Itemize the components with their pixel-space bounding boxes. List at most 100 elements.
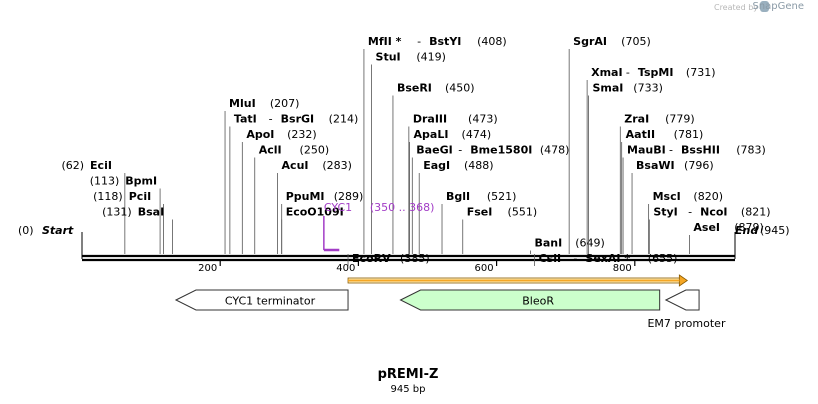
site-position-label: (408) [477,35,507,48]
site-position-label: (473) [468,113,498,126]
end-position-label: (945) [760,224,790,237]
site-position-label: (488) [464,159,494,172]
site-position-label: (783) [736,144,766,157]
created-by-label: Created by [713,3,758,12]
site-separator: - [417,35,421,48]
end-label: End [735,224,758,237]
site-name-label: BanI [534,237,562,250]
site-name-label: EagI [423,159,450,172]
site-name-label: MfII * [368,35,402,48]
site-name-label: MauBI [627,144,666,157]
site-position-label: (207) [270,97,300,110]
primer-range-label: (350 .. 368) [370,201,435,214]
tick-label: 200 [198,263,217,274]
site-position-label: (649) [575,237,605,250]
site-position-label: (131) [102,206,132,219]
plasmid-name-title: pREMI-Z [378,367,439,382]
site-name-label: DraIII [413,113,447,126]
site-separator: - [688,206,692,219]
site-position-label: (796) [684,159,714,172]
site-name-label: BsrGI [281,113,314,126]
site-name-label: BglI [446,190,470,203]
site-position-label: (450) [445,82,475,95]
site-name-label: BsaI [138,206,164,219]
site-name-label: EcoO109I [286,206,344,219]
site-name-label: AatII [626,128,655,141]
site-position-label: (705) [621,35,651,48]
site-name-label: MscI [653,190,681,203]
site-position-label: (821) [741,206,771,219]
tick-label: 400 [336,263,355,274]
site-position-label: (62) [61,159,84,172]
tick-label: 800 [613,263,632,274]
site-name-label: ApaLI [414,128,449,141]
site-name-label: BstYI [429,35,461,48]
site-separator: - [269,113,273,126]
feature-label: CYC1 terminator [225,295,316,308]
site-name-label: ZraI [624,113,649,126]
start-label: Start [42,224,74,237]
feature-arrow [399,289,661,311]
site-name-label: BpmI [125,175,157,188]
start-position-label: (0) [18,224,34,237]
site-name-label: CsiI [539,252,561,265]
site-name-label: BaeGI [416,144,452,157]
site-name-label: BssHII [681,144,720,157]
snapgene-brand-label: SnapGene [752,1,804,12]
site-name-label: SexAI * [585,252,630,265]
site-name-label: SmaI [593,82,624,95]
site-name-label: AseI [693,221,720,234]
site-position-label: (521) [487,190,517,203]
site-position-label: (232) [287,128,317,141]
site-position-label: (283) [322,159,352,172]
feature-label: BleoR [522,295,554,308]
site-position-label: (385) [400,252,430,265]
feature-arrow [664,289,700,311]
site-name-label: AcuI [282,159,309,172]
site-separator: - [573,252,577,265]
site-position-label: (478) [540,144,570,157]
site-name-label: ApoI [246,128,274,141]
site-name-label: XmaI [591,66,622,79]
site-name-label: TspMI [638,66,674,79]
orf-arrowhead [678,274,689,287]
site-name-label: StyI [653,206,677,219]
plasmid-length-label: 945 bp [391,384,426,395]
site-name-label: PpuMI [286,190,325,203]
site-position-label: (779) [665,113,695,126]
site-position-label: (474) [462,128,492,141]
site-position-label: (781) [674,128,704,141]
snapgene-logo-icon [760,1,769,12]
site-separator: - [626,66,630,79]
site-position-label: (118) [93,190,123,203]
site-position-label: (820) [693,190,723,203]
site-position-label: (879) [734,221,764,234]
site-position-label: (289) [334,190,364,203]
site-name-label: Bme1580I [470,144,532,157]
site-name-label: PciI [129,190,151,203]
feature-arrow [174,289,349,311]
site-position-label: (551) [508,206,538,219]
site-position-label: (113) [90,175,120,188]
site-position-label: (250) [300,144,330,157]
primer-name-label: CYC1 [324,201,352,214]
site-name-label: EciI [90,159,112,172]
site-name-label: TatI [234,113,257,126]
site-name-label: MluI [229,97,256,110]
site-position-label: (419) [416,51,446,64]
site-name-label: AclI [259,144,282,157]
site-name-label: BseRI [397,82,432,95]
site-position-label: (655) [648,252,678,265]
site-name-label: EcoRV [352,252,391,265]
site-name-label: SgrAI [573,35,607,48]
site-position-label: (214) [329,113,359,126]
feature-label: EM7 promoter [647,317,725,330]
tick-label: 600 [475,263,494,274]
site-name-label: StuI [376,51,401,64]
site-position-label: (733) [633,82,663,95]
site-name-label: BsaWI [636,159,675,172]
site-separator: - [669,144,673,157]
site-position-label: (731) [686,66,716,79]
site-separator: - [458,144,462,157]
